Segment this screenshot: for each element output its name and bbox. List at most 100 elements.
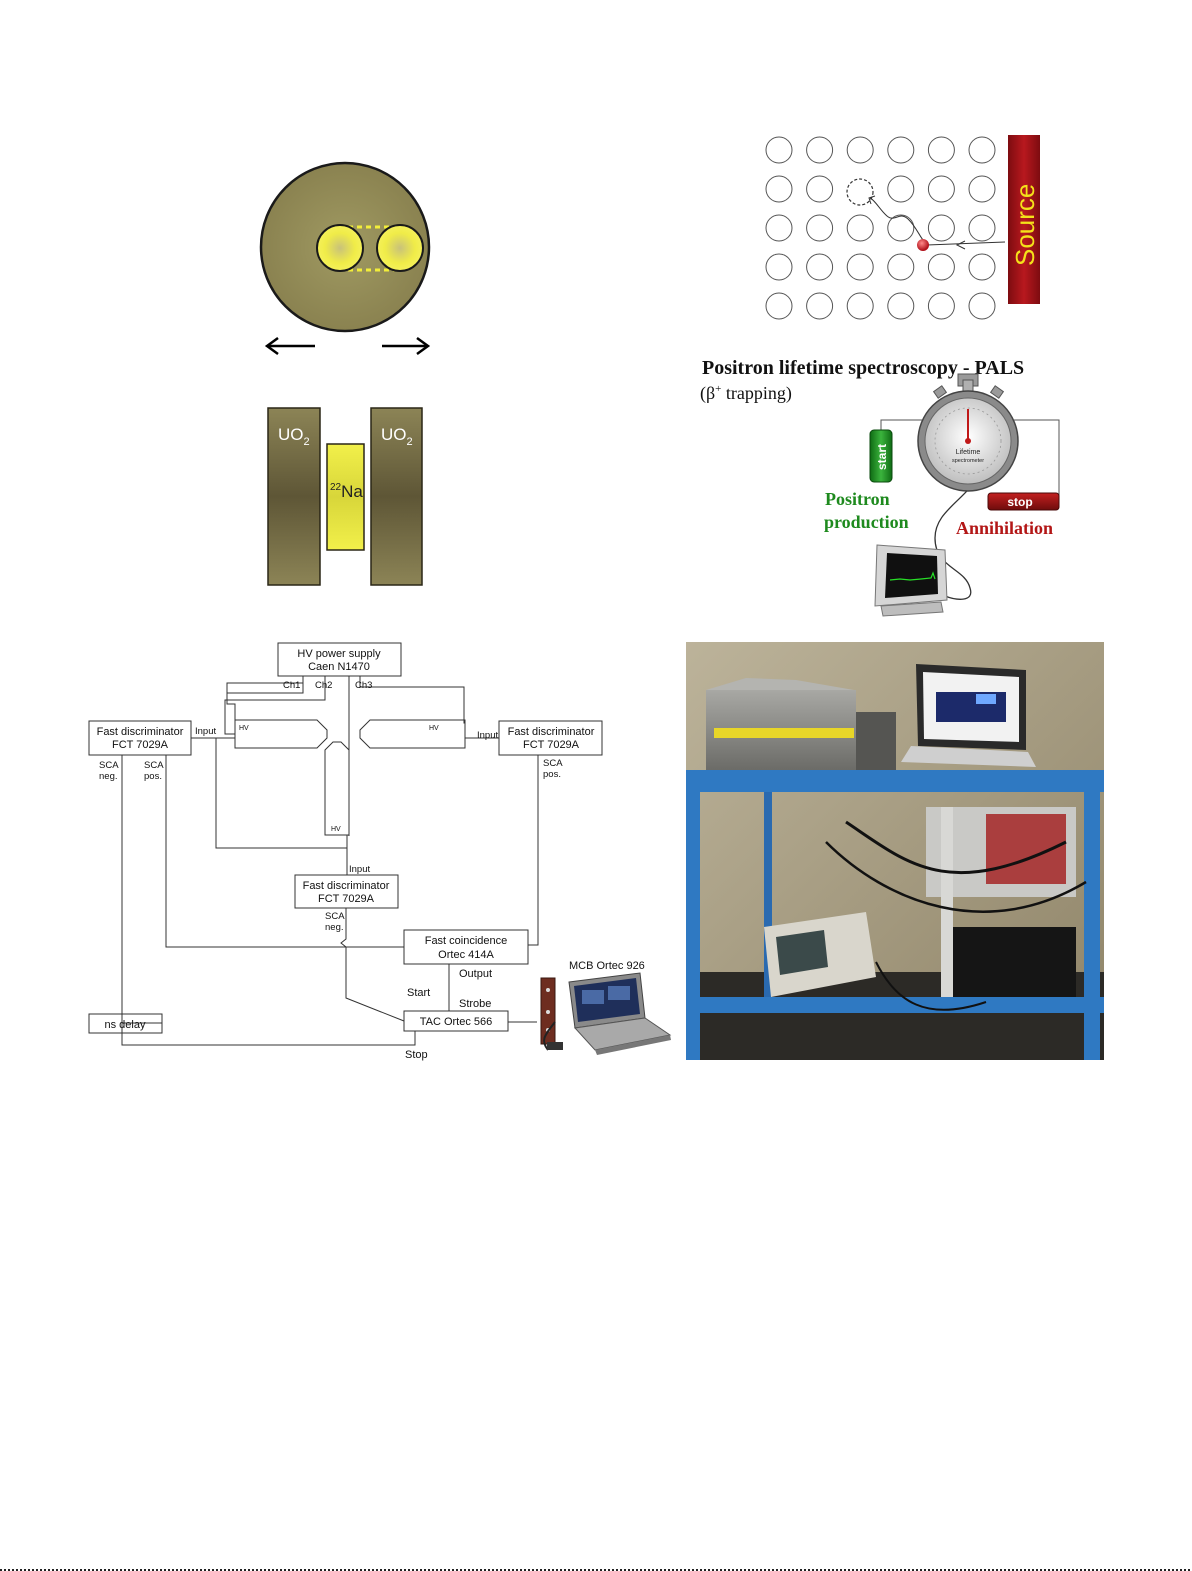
stopwatch-label-2: spectrometer [952,458,984,464]
fd-left-label-1: Fast discriminator [97,726,184,738]
lattice-atom [806,175,834,203]
ch1-label: Ch1 [283,680,300,691]
sca-neg-left-2: neg. [99,771,118,782]
positron-production-1: Positron [825,489,890,509]
strobe-label: Strobe [459,998,491,1010]
lattice-atom [927,253,955,281]
hv-supply-label-1: HV power supply [297,648,381,660]
sca-pos-left-1: SCA [144,760,164,771]
lattice-atom [927,292,955,320]
detector-left [234,719,328,749]
lattice-atom [846,136,874,164]
fd-bottom-label-2: FCT 7029A [318,893,375,905]
lattice-atom [968,175,996,203]
sca-neg-bottom-1: SCA [325,911,345,922]
lattice-atom [927,214,955,242]
input-left-label: Input [195,726,216,737]
tac-label: TAC Ortec 566 [420,1016,493,1028]
hv-left-label: HV [239,725,249,732]
sca-pos-right-2: pos. [543,769,561,780]
lattice-atom [887,292,915,320]
lattice-atom [846,292,874,320]
sca-neg-bottom-2: neg. [325,922,344,933]
ns-delay-label: ns delay [105,1019,146,1031]
lattice-atom [765,175,793,203]
monitor-icon [874,544,948,617]
sca-neg-left-1: SCA [99,760,119,771]
lattice-atom [968,214,996,242]
positron-production-2: production [824,512,909,532]
hv-bottom-label: HV [331,826,341,833]
fd-left-label-2: FCT 7029A [112,739,169,751]
lattice-atom [806,253,834,281]
pellet-right [376,224,424,272]
fast-discriminator-bottom-box [294,874,399,909]
mcb-laptop-icon [540,972,672,1055]
lattice-atom [887,253,915,281]
lattice-atom [887,214,915,242]
lattice-atom [887,175,915,203]
ch3-label: Ch3 [355,680,372,691]
uo2-slab-left [267,407,321,586]
sca-pos-right-1: SCA [543,758,563,769]
na22-source [326,443,365,551]
source-label: Source [1010,184,1040,266]
lattice-atom [927,136,955,164]
fd-bottom-label-1: Fast discriminator [303,880,390,892]
stop-label: stop [1007,495,1032,509]
lattice-atom [806,214,834,242]
hv-supply-box [277,642,402,677]
lattice-atom [968,253,996,281]
lattice-atom [968,292,996,320]
stop-cylinder [987,492,1060,511]
input-right-label: Input [477,730,498,741]
detector-bottom [324,741,350,836]
start-cylinder [869,429,893,483]
lattice-atom [887,136,915,164]
output-label: Output [459,968,492,980]
coinc-label-1: Fast coincidence [425,935,508,947]
setup-photo [686,642,1104,1060]
vacancy [846,178,874,206]
coinc-label-2: Ortec 414A [438,949,494,961]
uo2-right-label: UO2 [381,425,413,448]
fast-discriminator-left-box [88,720,192,756]
sample-geometry-panel: UO2 UO2 22Na [259,161,431,586]
page-bottom-rule [0,1569,1192,1571]
stop-label-c: Stop [405,1049,428,1061]
lattice-atom [846,253,874,281]
electronics-block-diagram: HV power supply Caen N1470 Ch1 Ch2 Ch3 F… [88,642,672,1061]
detector-right [359,719,466,749]
stopwatch-label-1: Lifetime [956,449,981,456]
pals-schematic-panel: Source Positron lifetime spectroscopy - … [700,135,1060,617]
lattice-atom [927,175,955,203]
lattice-atom [846,214,874,242]
source-bar [1008,135,1040,304]
start-label: start [875,444,889,470]
lattice-atom [765,214,793,242]
pals-title: Positron lifetime spectroscopy - PALS [702,357,1024,379]
uo2-slab-right [370,407,423,586]
arrow-left-icon [264,336,315,356]
annihilation-label: Annihilation [956,518,1053,538]
lattice-atom [765,136,793,164]
start-label-c: Start [407,987,430,999]
lattice-atom [806,136,834,164]
atom-lattice [765,136,996,320]
positron-ball [917,239,929,251]
path-arrow-icon [955,240,966,250]
lattice-atom [806,292,834,320]
mcb-label: MCB Ortec 926 [569,960,645,972]
fast-discriminator-right-box [498,720,603,756]
arrow-right-icon [382,336,431,356]
input-bottom-label: Input [349,864,370,875]
ch2-label: Ch2 [315,680,332,691]
hv-supply-label-2: Caen N1470 [308,661,370,673]
uo2-left-label: UO2 [278,425,310,448]
fast-coincidence-box [403,929,529,965]
lattice-atom [765,253,793,281]
path-arrow-icon-2 [868,195,876,205]
fd-right-label-1: Fast discriminator [508,726,595,738]
sca-pos-left-2: pos. [144,771,162,782]
na22-label: 22Na [330,482,363,501]
